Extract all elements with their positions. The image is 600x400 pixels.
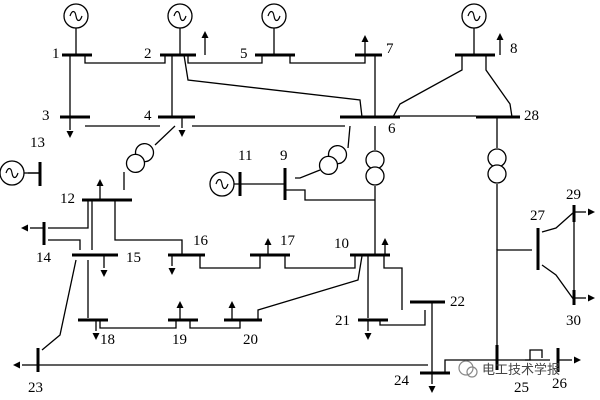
bus-labels: 1 2 3 4 5 6 7 8 9 10 11 12 13 14 15 16 1… xyxy=(28,41,581,396)
bus-label-28: 28 xyxy=(524,108,539,124)
bus-label-4: 4 xyxy=(144,108,152,124)
bus-label-1: 1 xyxy=(52,46,60,62)
load-arrow-icon xyxy=(13,361,38,369)
bus-label-24: 24 xyxy=(394,373,410,389)
bus-label-21: 21 xyxy=(335,313,350,329)
bus-label-10: 10 xyxy=(334,236,349,252)
load-arrow-icon xyxy=(176,301,184,320)
transformer-6-10-icon xyxy=(365,150,385,186)
load-arrow-icon xyxy=(21,224,44,232)
bus-label-18: 18 xyxy=(100,332,115,348)
bus-label-3: 3 xyxy=(42,108,50,124)
transformer-6-9-icon xyxy=(318,144,348,176)
generator-2-icon xyxy=(167,3,193,55)
bus-label-12: 12 xyxy=(60,191,75,207)
generator-5-icon xyxy=(261,3,287,55)
load-arrow-icon xyxy=(66,117,74,138)
load-arrow-icon xyxy=(558,356,581,364)
bus-label-29: 29 xyxy=(566,187,581,203)
bus-label-23: 23 xyxy=(28,380,43,396)
load-arrow-icon xyxy=(96,179,104,200)
bus-label-25: 25 xyxy=(514,380,529,396)
load-arrow-icon xyxy=(228,301,236,320)
generator-8-icon xyxy=(461,3,487,55)
load-arrow-icon xyxy=(381,238,389,255)
generator-13-icon xyxy=(0,160,40,186)
bus-label-11: 11 xyxy=(238,148,252,164)
load-arrow-icon xyxy=(100,255,108,277)
transformer-4-12-icon xyxy=(125,142,155,174)
bus-label-27: 27 xyxy=(530,208,546,224)
generator-1-icon xyxy=(63,3,89,55)
transformers xyxy=(125,142,507,186)
bus-label-15: 15 xyxy=(126,250,141,266)
bus-label-2: 2 xyxy=(144,46,152,62)
bus-label-30: 30 xyxy=(566,313,581,329)
load-arrow-icon xyxy=(92,320,100,340)
bus-label-20: 20 xyxy=(243,332,258,348)
load-arrow-icon xyxy=(574,208,595,216)
bus-label-13: 13 xyxy=(30,135,45,151)
bus-label-7: 7 xyxy=(386,41,394,57)
bus-label-5: 5 xyxy=(240,46,248,62)
generators xyxy=(0,3,487,197)
load-arrow-icon xyxy=(264,238,272,255)
bus-label-9: 9 xyxy=(280,148,288,164)
bus-label-16: 16 xyxy=(193,233,209,249)
load-arrow-icon xyxy=(428,373,436,393)
transmission-lines xyxy=(28,54,575,373)
load-arrow-icon xyxy=(178,117,186,137)
bus-label-8: 8 xyxy=(510,41,518,57)
bus-label-6: 6 xyxy=(388,121,396,137)
loads xyxy=(13,31,595,393)
load-arrow-icon xyxy=(168,255,176,275)
generator-11-icon xyxy=(209,171,285,197)
load-arrow-icon xyxy=(201,31,209,55)
bus-label-19: 19 xyxy=(172,332,187,348)
watermark-text: 电工技术学报 xyxy=(482,362,560,378)
bus-label-14: 14 xyxy=(36,250,52,266)
bus-label-17: 17 xyxy=(280,233,296,249)
load-arrow-icon xyxy=(364,320,372,340)
load-arrow-icon xyxy=(496,33,504,55)
bus-label-26: 26 xyxy=(552,376,568,392)
load-arrow-icon xyxy=(361,35,369,55)
bus-bars xyxy=(36,53,576,375)
bus-label-22: 22 xyxy=(450,294,465,310)
load-arrow-icon xyxy=(574,294,595,302)
watermark: 电工技术学报 xyxy=(458,360,560,378)
transformer-28-27-icon xyxy=(487,148,507,184)
